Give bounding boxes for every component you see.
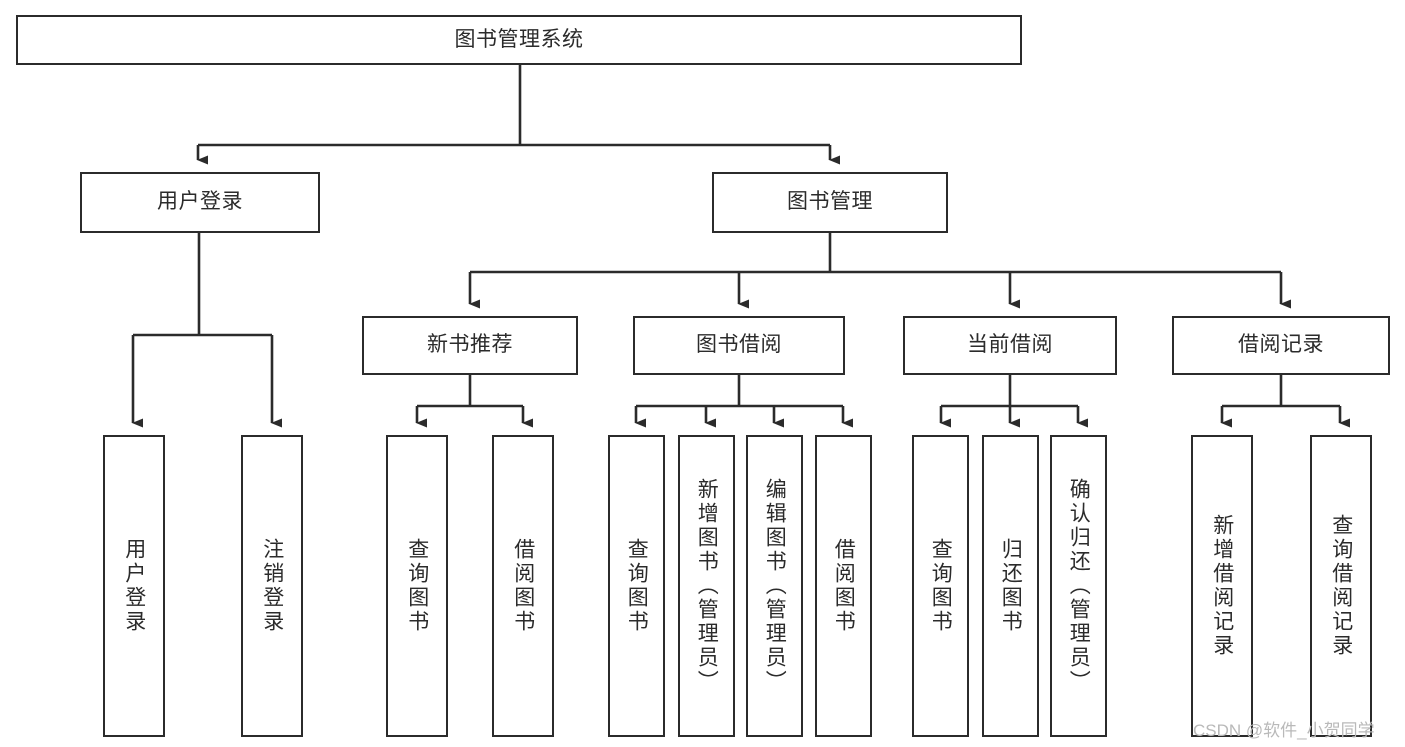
- node-new-book-recommend-label: 新书推荐: [427, 333, 513, 357]
- leaf-borrow-record-query-label: 查询借阅记录: [1329, 514, 1353, 658]
- node-book-manage[interactable]: 图书管理: [712, 172, 948, 233]
- leaf-new-book-query-label: 查询图书: [405, 538, 429, 634]
- leaf-borrow-record-add[interactable]: 新增借阅记录: [1191, 435, 1253, 737]
- leaf-borrow-record-query[interactable]: 查询借阅记录: [1310, 435, 1372, 737]
- leaf-user-login-signout-label: 注销登录: [260, 538, 284, 634]
- leaf-current-borrow-query[interactable]: 查询图书: [912, 435, 969, 737]
- node-current-borrow-label: 当前借阅: [967, 333, 1053, 357]
- leaf-current-borrow-query-label: 查询图书: [929, 538, 953, 634]
- leaf-current-borrow-confirm[interactable]: 确认归还（管理员）: [1050, 435, 1107, 737]
- node-root-label: 图书管理系统: [454, 27, 584, 51]
- node-root[interactable]: 图书管理系统: [16, 15, 1022, 65]
- leaf-user-login-signin-label: 用户登录: [122, 538, 146, 634]
- leaf-book-borrow-add-label: 新增图书（管理员）: [695, 478, 719, 694]
- node-book-manage-label: 图书管理: [787, 190, 873, 214]
- leaf-user-login-signout[interactable]: 注销登录: [241, 435, 303, 737]
- leaf-book-borrow-edit[interactable]: 编辑图书（管理员）: [746, 435, 803, 737]
- leaf-book-borrow-edit-label: 编辑图书（管理员）: [763, 478, 787, 694]
- node-book-borrow-label: 图书借阅: [696, 333, 782, 357]
- leaf-book-borrow-query[interactable]: 查询图书: [608, 435, 665, 737]
- leaf-book-borrow-borrow-label: 借阅图书: [832, 538, 856, 634]
- node-user-login[interactable]: 用户登录: [80, 172, 320, 233]
- leaf-new-book-borrow[interactable]: 借阅图书: [492, 435, 554, 737]
- node-borrow-record[interactable]: 借阅记录: [1172, 316, 1390, 375]
- node-current-borrow[interactable]: 当前借阅: [903, 316, 1117, 375]
- leaf-book-borrow-add[interactable]: 新增图书（管理员）: [678, 435, 735, 737]
- leaf-new-book-borrow-label: 借阅图书: [511, 538, 535, 634]
- leaf-user-login-signin[interactable]: 用户登录: [103, 435, 165, 737]
- leaf-new-book-query[interactable]: 查询图书: [386, 435, 448, 737]
- leaf-current-borrow-return-label: 归还图书: [999, 538, 1023, 634]
- leaf-current-borrow-confirm-label: 确认归还（管理员）: [1067, 478, 1091, 694]
- leaf-book-borrow-borrow[interactable]: 借阅图书: [815, 435, 872, 737]
- node-new-book-recommend[interactable]: 新书推荐: [362, 316, 578, 375]
- leaf-current-borrow-return[interactable]: 归还图书: [982, 435, 1039, 737]
- node-book-borrow[interactable]: 图书借阅: [633, 316, 845, 375]
- node-borrow-record-label: 借阅记录: [1238, 333, 1324, 357]
- node-user-login-label: 用户登录: [157, 190, 243, 214]
- leaf-book-borrow-query-label: 查询图书: [625, 538, 649, 634]
- leaf-borrow-record-add-label: 新增借阅记录: [1210, 514, 1234, 658]
